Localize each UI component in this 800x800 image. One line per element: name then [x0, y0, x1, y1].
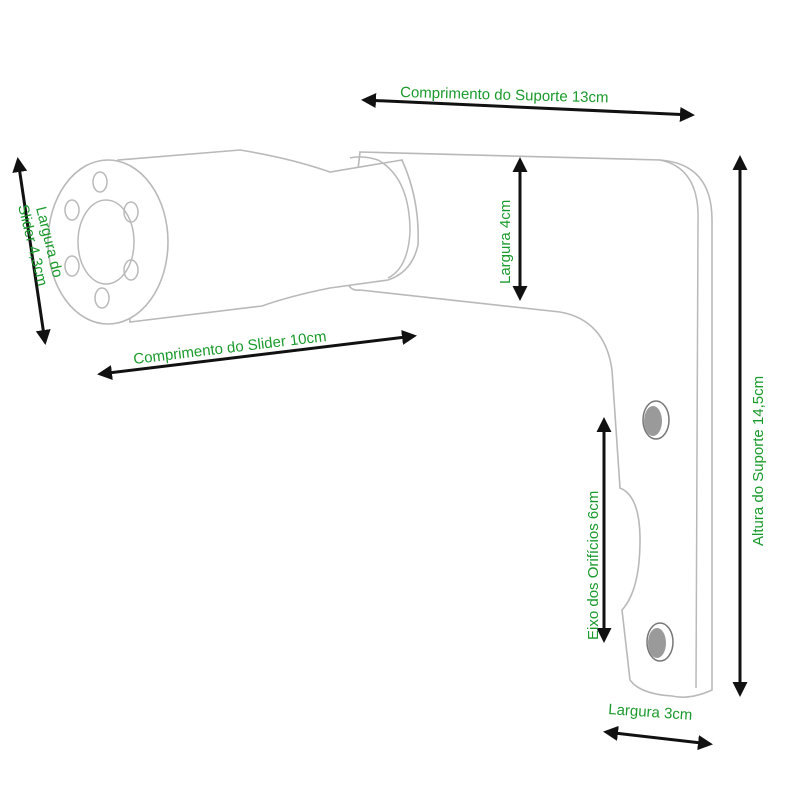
upper-hole-shade	[644, 406, 662, 436]
dimension-arrows	[12, 93, 748, 751]
label-comprimento-slider: Comprimento do Slider 10cm	[132, 328, 327, 368]
label-largura-3cm: Largura 3cm	[608, 701, 693, 724]
flange-hole-3	[123, 259, 139, 281]
lower-mounting-hole	[646, 622, 674, 662]
flange-hole-2	[123, 201, 139, 223]
flange-hole-1	[92, 171, 108, 193]
flange-hole-5	[64, 255, 80, 277]
label-comprimento-suporte: Comprimento do Suporte 13cm	[400, 84, 609, 106]
label-eixo-orificios: Eixo dos Orifícios 6cm	[585, 491, 602, 640]
arrow-comprimento-suporte	[361, 93, 695, 122]
bracket-plate	[345, 151, 713, 698]
label-largura-4cm: Largura 4cm	[497, 200, 514, 284]
arrow-largura-3cm	[603, 725, 713, 751]
slider-end-flange	[47, 159, 169, 325]
arrow-largura-slider	[12, 157, 51, 345]
bracket-drawing	[47, 149, 713, 698]
flange-hole-4	[94, 287, 110, 309]
slider-body	[117, 149, 419, 323]
slider-collar	[349, 156, 411, 279]
bracket-edge	[659, 159, 699, 689]
label-altura-suporte: Altura do Suporte 14,5cm	[750, 376, 767, 546]
upper-mounting-hole	[642, 400, 670, 440]
arrow-comprimento-slider	[97, 329, 417, 381]
lower-hole-shade	[648, 628, 666, 658]
flange-hole-6	[64, 199, 80, 221]
